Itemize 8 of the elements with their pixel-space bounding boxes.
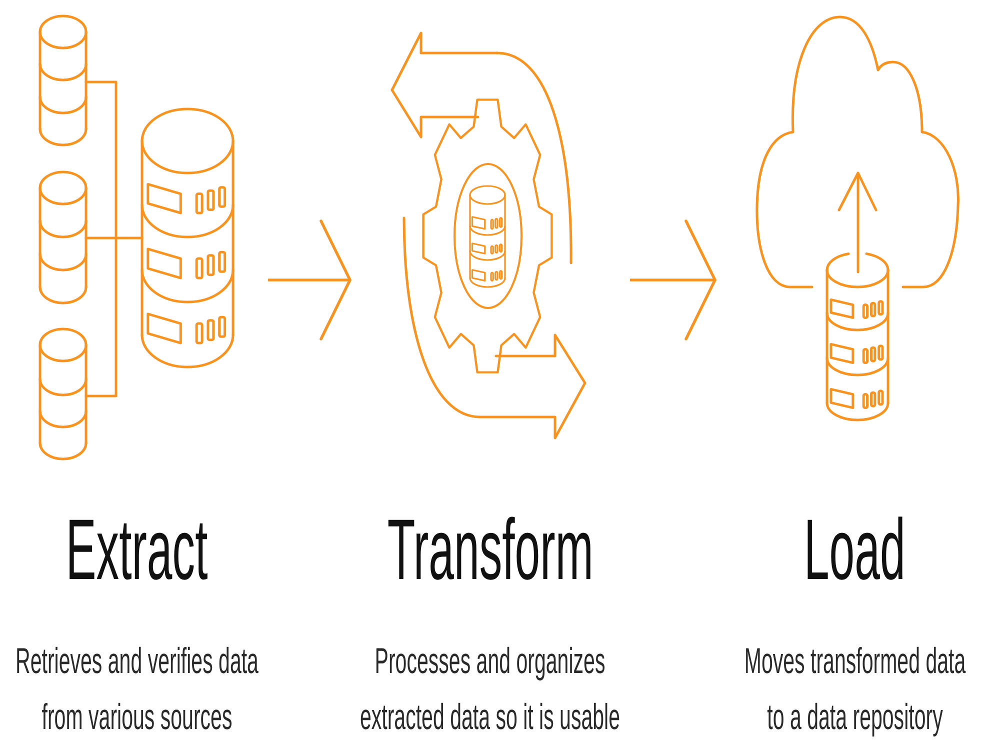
stage-title: Load <box>804 507 906 593</box>
stage-description: Moves transformed data to a data repository <box>743 639 967 739</box>
stage-description: Processes and organizes extracted data so it is usable <box>358 639 622 739</box>
stage-title: Extract <box>66 507 208 593</box>
arrow <box>630 220 716 340</box>
arrow <box>268 220 352 340</box>
stage-title: Transform <box>387 507 593 593</box>
stage-description: Retrieves and verifies data from various sources <box>14 639 260 739</box>
